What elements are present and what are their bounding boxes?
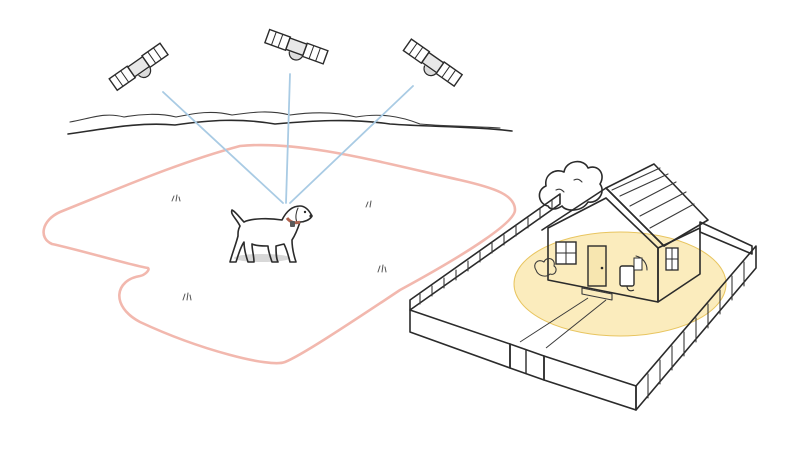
geofence-boundary bbox=[42, 143, 517, 365]
gps-signal-center bbox=[285, 73, 291, 204]
dog-icon bbox=[229, 205, 313, 263]
satellite-right bbox=[402, 38, 464, 88]
house-icon bbox=[534, 163, 709, 303]
satellite-left bbox=[108, 42, 169, 92]
house-window-left bbox=[555, 241, 577, 265]
wifi-base-station-icon bbox=[619, 255, 648, 292]
gps-signals bbox=[162, 73, 414, 204]
gps-signal-left bbox=[162, 91, 284, 204]
horizon-hills bbox=[67, 111, 513, 135]
yard-fence bbox=[409, 193, 757, 411]
house-window-side bbox=[665, 247, 679, 271]
gps-signal-right bbox=[289, 85, 414, 204]
walkway bbox=[519, 297, 607, 349]
shrub bbox=[538, 160, 603, 211]
house-door bbox=[581, 245, 613, 301]
satellite-center bbox=[263, 28, 329, 65]
